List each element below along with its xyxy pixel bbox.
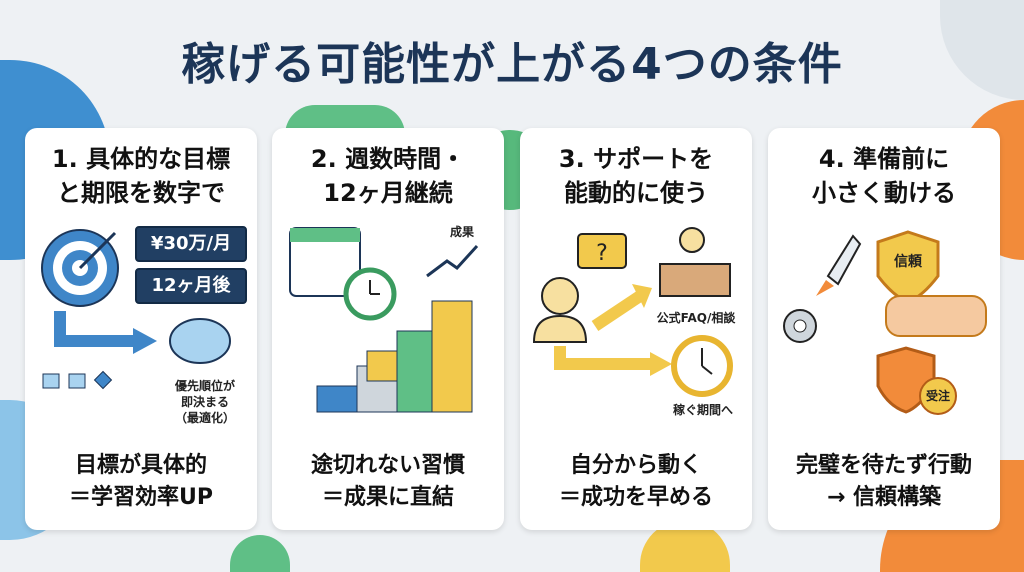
- faq-label: 公式FAQ/相談: [656, 311, 736, 325]
- trust-badge-text: 信頼: [894, 254, 922, 270]
- order-badge-text: 受注: [925, 389, 950, 403]
- card-heading: 1. 具体的な目標と期限を数字で: [51, 145, 231, 207]
- target-icon: [41, 229, 231, 390]
- card-heading: 4. 準備前に小さく動ける: [812, 145, 956, 207]
- card-summary: 自分から動く＝成功を早める: [558, 453, 713, 510]
- card-heading: 3. サポートを能動的に使う: [558, 145, 714, 207]
- card-support: 3. サポートを能動的に使う ? 公式FAQ/相談 稼ぐ期間へ 自分から動く＝成…: [520, 128, 752, 530]
- card-summary: 完璧を待たず行動→ 信頼構築: [795, 453, 972, 510]
- income-goal-tag: ¥30万/月: [135, 226, 247, 262]
- earning-period-label: 稼ぐ期間へ: [672, 403, 733, 417]
- priority-label: 優先順位が即決まる（最適化）: [174, 379, 235, 425]
- card-goal: 1. 具体的な目標と期限を数字で ¥30万/月 12ヶ月後 優先順位が即決まる（…: [25, 128, 257, 530]
- card-heading: 2. 週数時間・12ヶ月継続: [310, 145, 466, 207]
- card-summary: 途切れない習慣＝成果に直結: [310, 453, 465, 510]
- calendar-blocks-icon: [289, 227, 479, 413]
- deadline-tag: 12ヶ月後: [135, 268, 247, 304]
- results-label: 成果: [449, 225, 474, 239]
- support-flow-icon: ?: [532, 227, 733, 397]
- card-summary: 目標が具体的＝学習効率UP: [69, 453, 213, 510]
- svg-text:?: ?: [596, 241, 608, 266]
- page-title: 稼げる可能性が上がる4つの条件: [181, 39, 843, 90]
- rocket-trust-icon: [783, 230, 987, 415]
- bg-green-bottom: [230, 535, 290, 572]
- card-continuity: 2. 週数時間・12ヶ月継続 成果 途切れない習慣＝成果に直結: [272, 128, 504, 530]
- card-action: 4. 準備前に小さく動ける 信頼 受注 完璧を待たず行動→ 信頼構築: [768, 128, 1000, 530]
